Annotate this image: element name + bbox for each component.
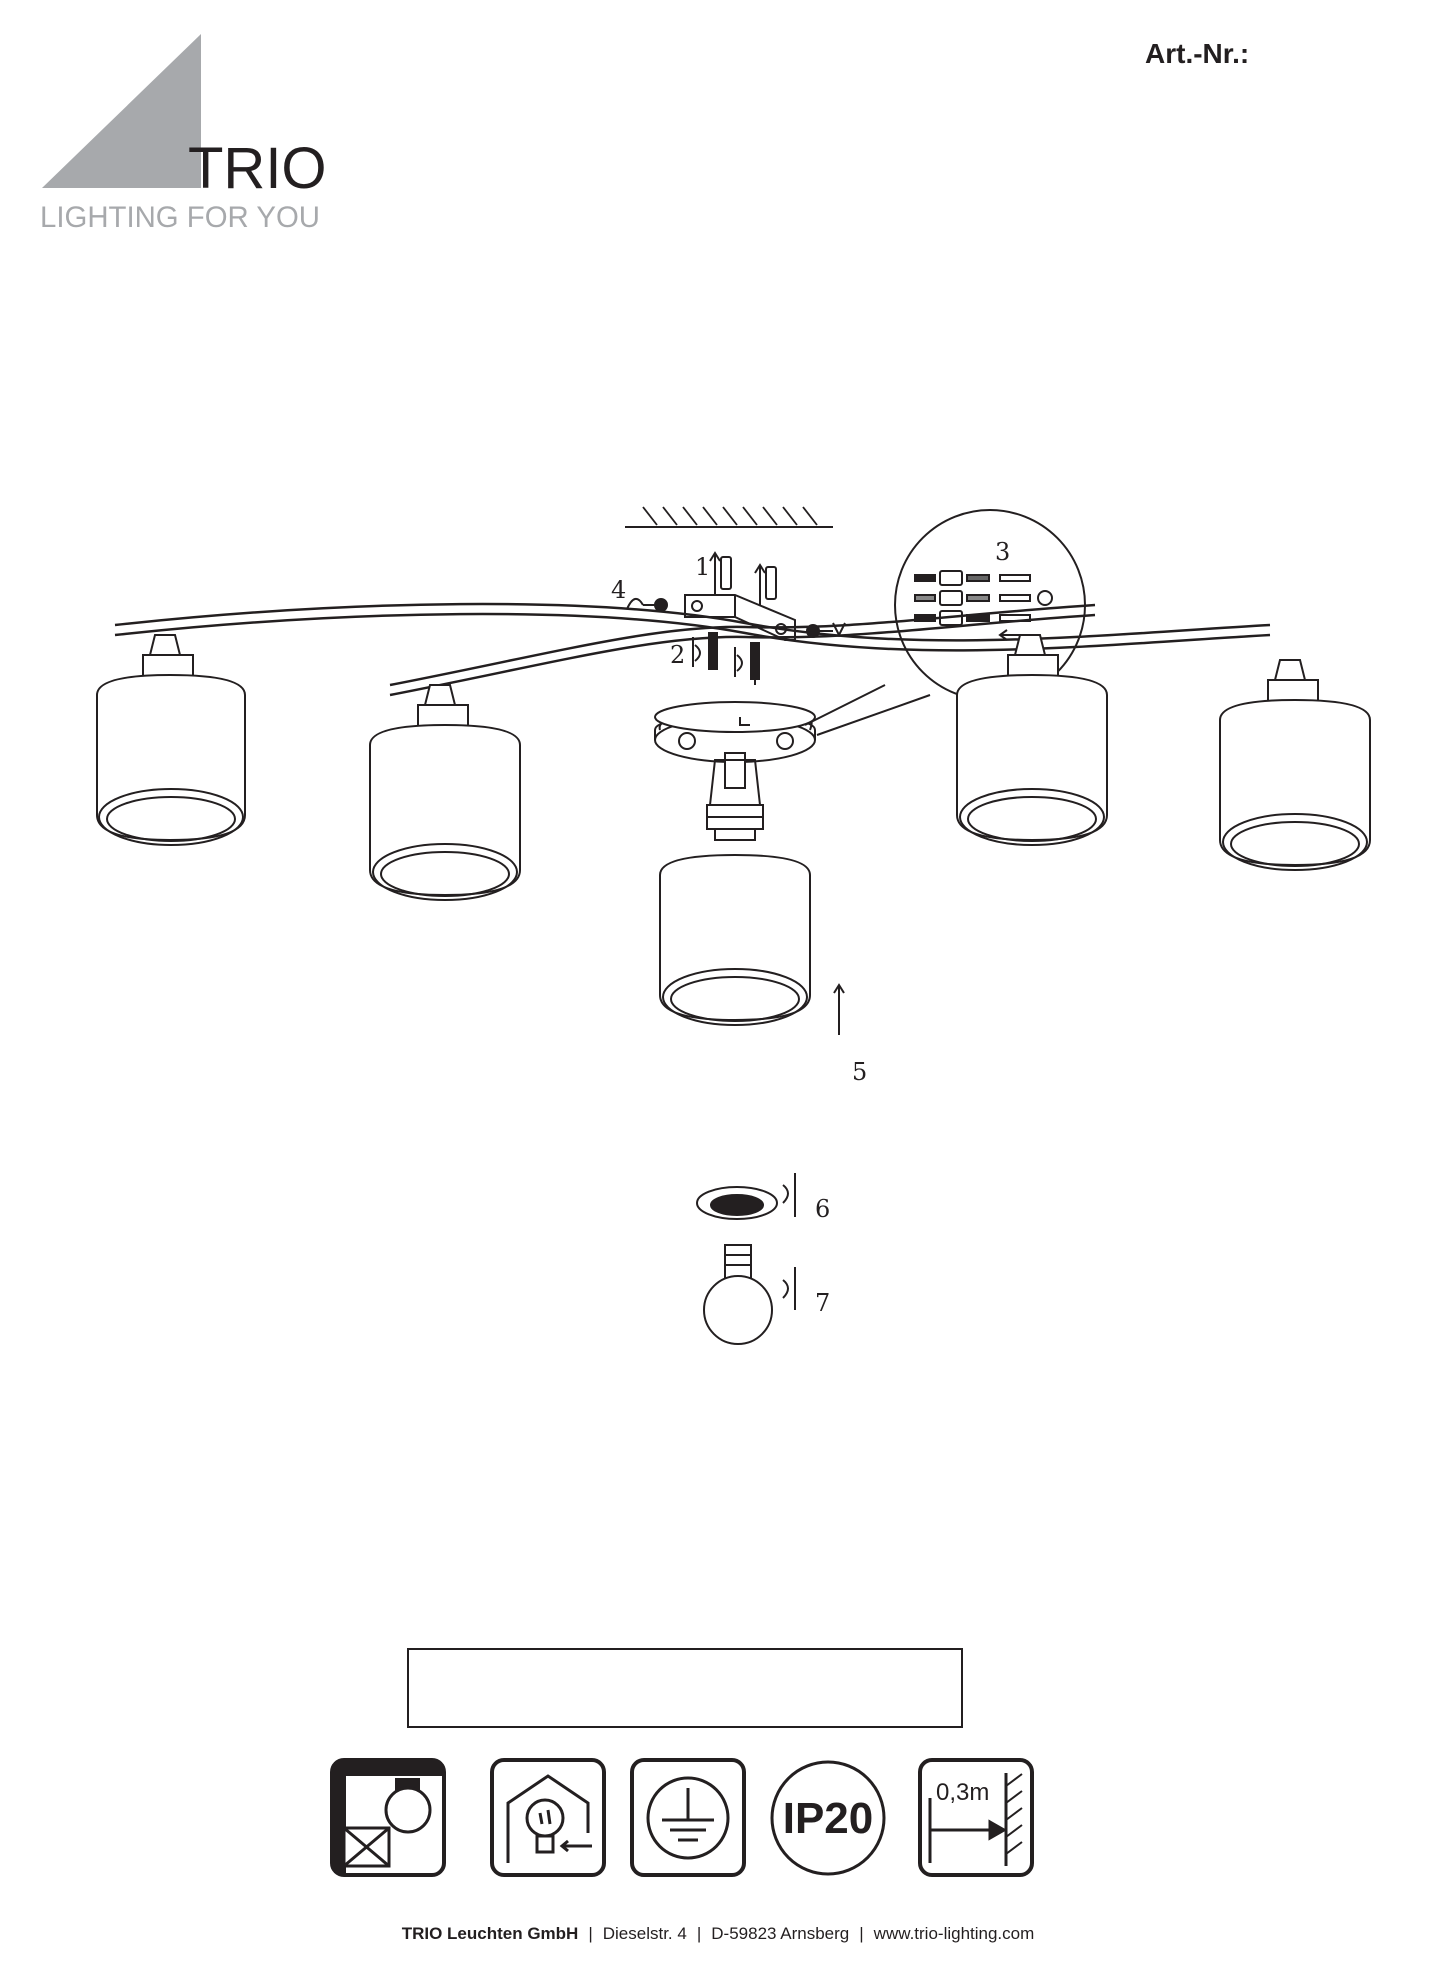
light-bulb — [704, 1245, 795, 1344]
protective-earth-icon — [632, 1760, 744, 1875]
step-2-label: 2 — [670, 641, 685, 669]
footer-company: TRIO Leuchten GmbH — [402, 1924, 579, 1943]
step-3-label: 3 — [995, 538, 1010, 566]
footer: TRIO Leuchten GmbH|Dieselstr. 4|D-59823 … — [0, 1924, 1436, 1944]
assembly-diagram: 1 4 2 — [95, 505, 1395, 1365]
footer-city: D-59823 Arnsberg — [711, 1924, 849, 1943]
no-insulation-cover-icon — [332, 1760, 444, 1875]
step-4-label: 4 — [611, 576, 626, 604]
shade-ring — [697, 1173, 795, 1219]
ceiling-canopy — [655, 702, 815, 788]
ceiling-hatch — [625, 507, 833, 527]
step-5-arrow — [834, 985, 844, 1035]
footer-street: Dieselstr. 4 — [603, 1924, 687, 1943]
footer-website[interactable]: www.trio-lighting.com — [874, 1924, 1035, 1943]
lamp-shade-1 — [97, 635, 245, 845]
trio-logo: TRIO LIGHTING FOR YOU — [38, 30, 338, 240]
step-5-label: 5 — [852, 1058, 867, 1086]
indoor-use-bulb-icon — [492, 1760, 604, 1875]
ceiling-screws — [693, 633, 759, 685]
min-distance-icon: 0,3m — [920, 1760, 1032, 1875]
min-distance-label: 0,3m — [936, 1779, 989, 1806]
logo-name: TRIO — [188, 136, 327, 201]
symbol-row: IP20 0,3m — [330, 1758, 1050, 1883]
label-box — [407, 1648, 963, 1728]
lamp-shade-2 — [370, 685, 520, 900]
logo-triangle — [42, 34, 201, 188]
step-7-label: 7 — [815, 1289, 830, 1317]
lamp-shade-5 — [1220, 660, 1370, 870]
step-6-label: 6 — [815, 1195, 830, 1223]
ip-rating-icon: IP20 — [772, 1762, 884, 1874]
step-1-label: 1 — [695, 553, 710, 581]
logo-tagline: LIGHTING FOR YOU — [40, 201, 320, 234]
ip-rating-label: IP20 — [783, 1794, 874, 1843]
article-number-label: Art.-Nr.: — [1145, 38, 1249, 70]
lamp-shade-center — [660, 855, 810, 1025]
